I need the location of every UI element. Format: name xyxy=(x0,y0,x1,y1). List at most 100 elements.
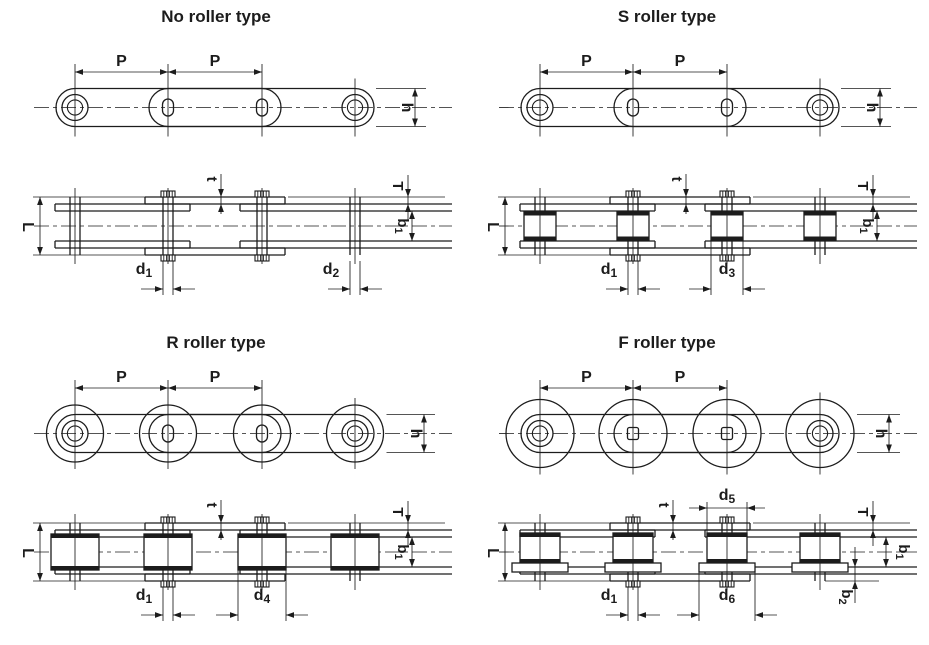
arrowhead xyxy=(409,233,415,241)
arrowhead xyxy=(638,286,646,292)
dim-label: L xyxy=(484,548,501,558)
arrowhead xyxy=(540,69,548,75)
arrowhead xyxy=(168,385,176,391)
arrowhead xyxy=(625,69,633,75)
arrowhead xyxy=(870,515,876,523)
arrowhead xyxy=(852,581,858,589)
arrowhead xyxy=(670,515,676,523)
arrowhead xyxy=(703,286,711,292)
arrowhead xyxy=(412,88,418,97)
dim-label: d4 xyxy=(254,587,271,606)
dim-label: d1 xyxy=(136,587,153,606)
arrowhead xyxy=(852,559,858,567)
arrowhead xyxy=(168,69,176,75)
dim-label: b2 xyxy=(836,589,855,604)
middle-link-plate xyxy=(613,87,747,128)
arrowhead xyxy=(755,612,763,618)
dim-label: t xyxy=(668,177,685,182)
arrowhead xyxy=(412,118,418,127)
arrowhead xyxy=(670,530,676,538)
arrowhead xyxy=(719,385,727,391)
dim-label: t xyxy=(203,177,220,182)
arrowhead xyxy=(874,211,880,219)
arrowhead xyxy=(633,69,641,75)
arrowhead xyxy=(502,247,508,255)
arrowhead xyxy=(421,414,427,423)
dim-label: h xyxy=(398,103,415,113)
dim-label: d6 xyxy=(719,587,736,606)
dim-label: d1 xyxy=(136,261,153,280)
panel-title: R roller type xyxy=(166,333,265,352)
arrowhead xyxy=(155,286,163,292)
arrowhead xyxy=(409,537,415,545)
middle-link-plate xyxy=(148,413,282,454)
dim-label: T xyxy=(389,181,406,190)
arrowhead xyxy=(37,247,43,255)
arrowhead xyxy=(37,197,43,205)
dim-label: P xyxy=(210,53,221,70)
arrowhead xyxy=(870,189,876,197)
dim-label: d5 xyxy=(719,487,736,506)
arrowhead xyxy=(342,286,350,292)
arrowhead xyxy=(286,612,294,618)
arrowhead xyxy=(540,385,548,391)
arrowhead xyxy=(620,286,628,292)
arrowhead xyxy=(218,204,224,212)
dim-label: t xyxy=(655,503,672,508)
dim-label: d1 xyxy=(601,261,618,280)
dim-label: h xyxy=(872,429,889,439)
arrowhead xyxy=(218,189,224,197)
middle-link-plate xyxy=(148,87,282,128)
arrowhead xyxy=(877,118,883,127)
arrowhead xyxy=(874,233,880,241)
arrowhead xyxy=(883,559,889,567)
middle-link-plate xyxy=(613,413,747,454)
dim-label: L xyxy=(484,222,501,232)
arrowhead xyxy=(683,204,689,212)
arrowhead xyxy=(173,612,181,618)
arrowhead xyxy=(160,385,168,391)
dim-label: T xyxy=(389,507,406,516)
arrowhead xyxy=(75,69,83,75)
arrowhead xyxy=(254,385,262,391)
arrowhead xyxy=(691,612,699,618)
arrowhead xyxy=(160,69,168,75)
arrowhead xyxy=(405,515,411,523)
arrowhead xyxy=(37,573,43,581)
dim-label: b1 xyxy=(857,218,876,233)
arrowhead xyxy=(683,189,689,197)
dim-label: b1 xyxy=(893,544,912,559)
arrowhead xyxy=(75,385,83,391)
arrowhead xyxy=(877,88,883,97)
arrowhead xyxy=(633,385,641,391)
dim-label: d1 xyxy=(601,587,618,606)
arrowhead xyxy=(743,286,751,292)
arrowhead xyxy=(620,612,628,618)
panel-title: No roller type xyxy=(161,7,271,26)
dim-label: P xyxy=(581,53,592,70)
arrowhead xyxy=(405,204,411,212)
arrowhead xyxy=(218,515,224,523)
arrowhead xyxy=(747,505,755,511)
arrowhead xyxy=(870,204,876,212)
arrowhead xyxy=(502,197,508,205)
dim-label: d2 xyxy=(323,261,340,280)
dim-label: T xyxy=(854,507,871,516)
arrowhead xyxy=(360,286,368,292)
arrowhead xyxy=(870,530,876,538)
dim-label: P xyxy=(675,53,686,70)
arrowhead xyxy=(254,69,262,75)
dim-label: L xyxy=(19,222,36,232)
dim-label: P xyxy=(581,369,592,386)
arrowhead xyxy=(409,211,415,219)
